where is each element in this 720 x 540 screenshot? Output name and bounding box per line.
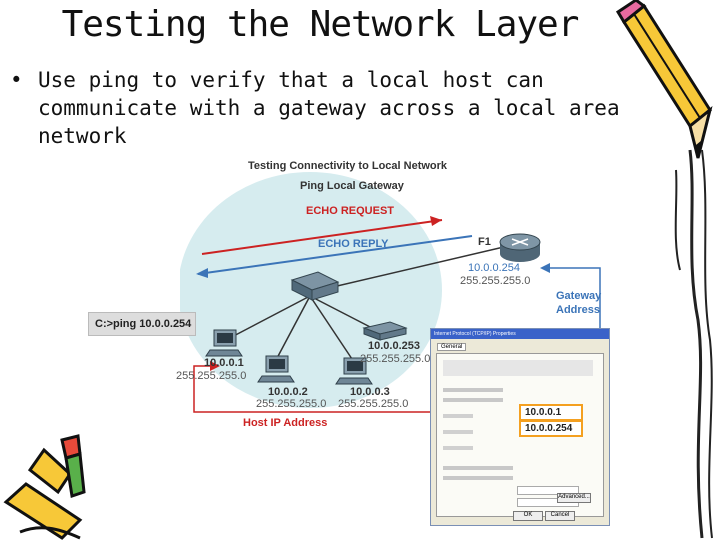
server-mask: 255.255.255.0 — [360, 353, 431, 365]
radio-option-line — [443, 476, 513, 480]
diagram-heading: Testing Connectivity to Local Network — [248, 160, 448, 172]
host-1-mask: 255.255.255.0 — [176, 370, 247, 382]
router-ip: 10.0.0.254 — [468, 262, 520, 274]
dialog-tab-general: General — [437, 343, 467, 351]
gateway-label-1: Gateway — [556, 290, 602, 302]
pencil-icon — [615, 0, 713, 159]
default-gateway-highlight: 10.0.0.254 — [519, 420, 583, 437]
cancel-button: Cancel — [545, 511, 575, 521]
bullet-dot: • — [10, 68, 23, 92]
host-3-mask: 255.255.255.0 — [338, 398, 409, 410]
pencil-icon — [3, 434, 86, 540]
server-ip: 10.0.0.253 — [368, 340, 420, 352]
host-1-ip: 10.0.0.1 — [204, 357, 244, 369]
field-label-line — [443, 446, 473, 450]
router-name: F1 — [478, 236, 491, 248]
switch-icon — [290, 271, 340, 301]
dialog-description-lines — [443, 360, 593, 376]
ok-button: OK — [513, 511, 543, 521]
host-2-ip: 10.0.0.2 — [268, 386, 308, 398]
echo-reply-label: ECHO REPLY — [318, 238, 389, 250]
pc-icon — [257, 355, 295, 383]
ping-command: C:>ping 10.0.0.254 — [88, 312, 196, 336]
router-mask: 255.255.255.0 — [460, 275, 531, 287]
pencil-border-right — [615, 0, 713, 539]
echo-reply-arrow — [197, 235, 473, 275]
field-label-line — [443, 414, 473, 418]
pc-icon — [335, 357, 373, 385]
gateway-label-2: Address — [556, 304, 601, 316]
host-ip-label: Host IP Address — [243, 417, 328, 429]
router-icon — [499, 233, 541, 262]
field-label-line — [443, 430, 473, 434]
dns-field — [517, 486, 579, 495]
diagram-subheading: Ping Local Gateway — [300, 180, 404, 192]
radio-option-line — [443, 388, 503, 392]
slide-title: Testing the Network Layer — [61, 4, 580, 45]
radio-option-line — [443, 466, 513, 470]
ip-address-highlight: 10.0.0.1 — [519, 404, 583, 421]
advanced-button: Advanced... — [557, 493, 591, 503]
bullet-text: Use ping to verify that a local host can… — [38, 68, 620, 148]
dialog-title: Internet Protocol (TCP/IP) Properties — [431, 329, 609, 339]
server-icon — [362, 321, 408, 341]
host-3-ip: 10.0.0.3 — [350, 386, 390, 398]
radio-option-line — [443, 398, 503, 402]
echo-request-arrow — [201, 219, 443, 255]
host-ip-arrow — [193, 365, 514, 413]
pc-icon — [205, 329, 243, 357]
host-2-mask: 255.255.255.0 — [256, 398, 327, 410]
echo-request-label: ECHO REQUEST — [306, 205, 395, 217]
pencil-border-left — [3, 434, 86, 540]
